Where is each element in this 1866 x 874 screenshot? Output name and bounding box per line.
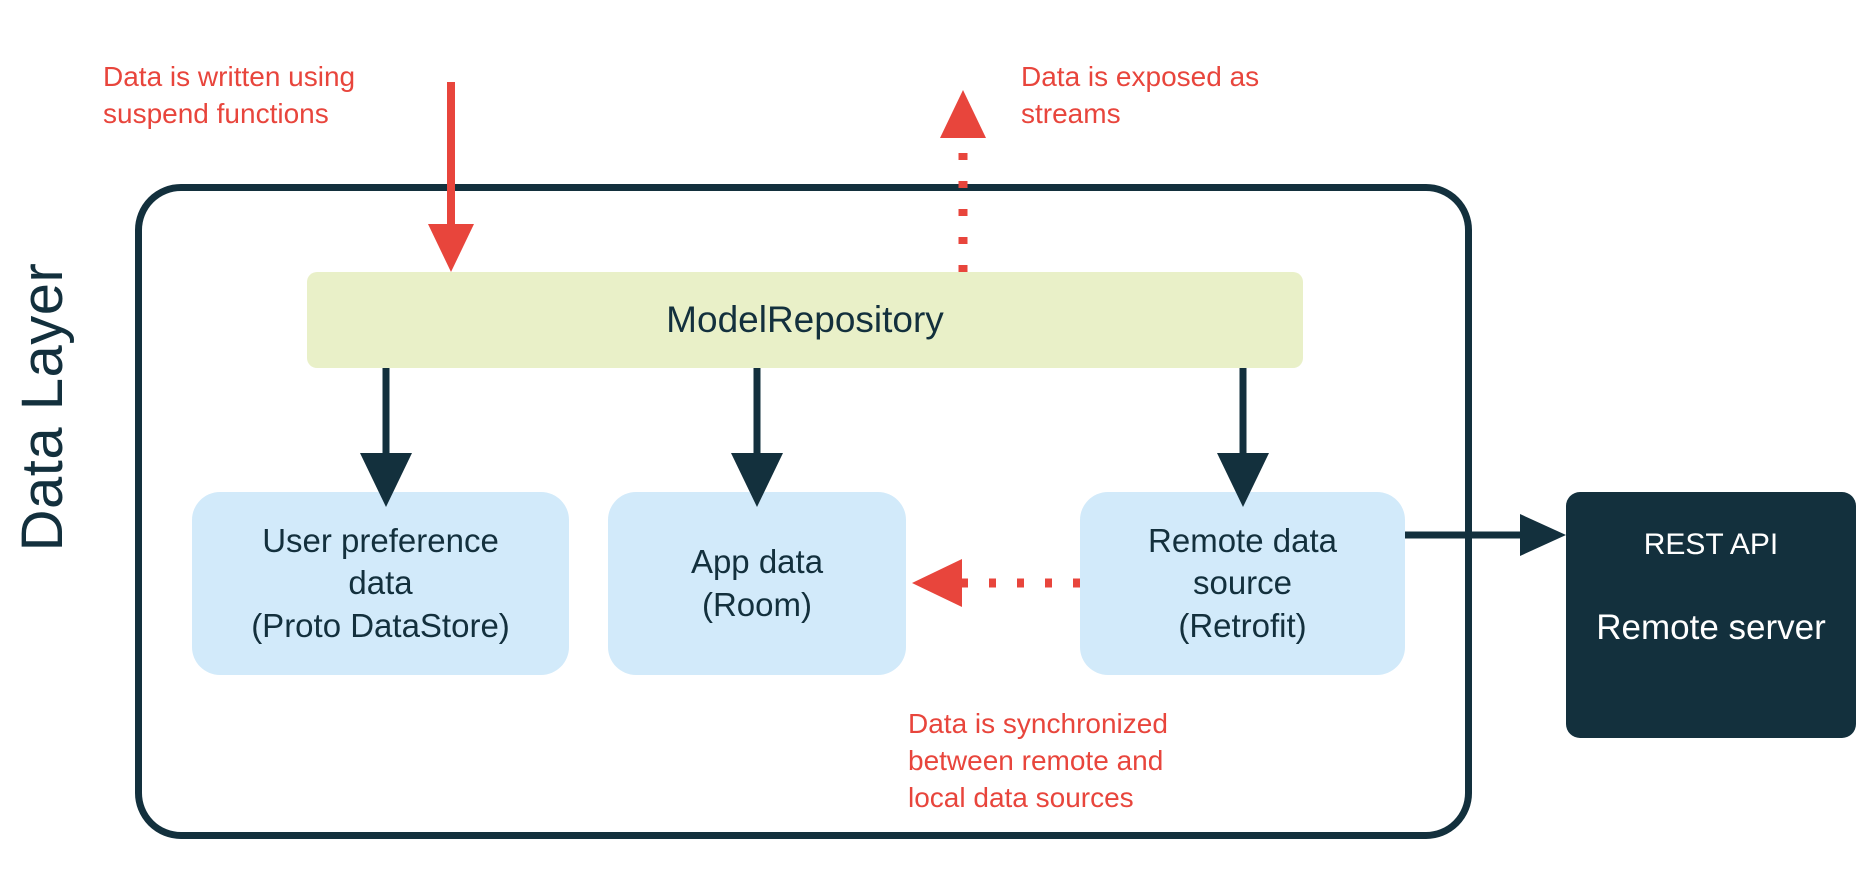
user-preference-line-1: User preference bbox=[262, 522, 499, 560]
rest-api-label: REST API bbox=[1643, 528, 1779, 561]
app-data-box[interactable]: App data (Room) bbox=[608, 492, 906, 675]
data-layer-label: Data Layer bbox=[9, 262, 75, 552]
remote-data-source-box[interactable]: Remote data source (Retrofit) bbox=[1080, 492, 1405, 675]
user-preference-data-box[interactable]: User preference data (Proto DataStore) bbox=[192, 492, 569, 675]
model-repository-box[interactable]: ModelRepository bbox=[307, 272, 1303, 368]
data-layer-container bbox=[135, 184, 1472, 839]
remote-data-source-line-2: source bbox=[1192, 564, 1293, 602]
model-repository-label: ModelRepository bbox=[666, 299, 944, 341]
remote-server-label: Remote server bbox=[1596, 608, 1826, 648]
remote-data-source-line-3: (Retrofit) bbox=[1178, 606, 1307, 644]
app-data-line-1: App data bbox=[690, 543, 824, 581]
annotation-data-written: Data is written using suspend functions bbox=[103, 61, 356, 130]
user-preference-line-3: (Proto DataStore) bbox=[251, 606, 510, 644]
remote-data-source-line-1: Remote data bbox=[1148, 522, 1337, 560]
annotation-data-exposed: Data is exposed as streams bbox=[1021, 61, 1260, 130]
annotation-data-synchronized: Data is synchronized between remote and … bbox=[908, 708, 1168, 814]
app-data-line-2: (Room) bbox=[701, 585, 812, 623]
user-preference-line-2: data bbox=[348, 564, 413, 602]
remote-server-box[interactable]: REST API Remote server bbox=[1566, 492, 1856, 738]
